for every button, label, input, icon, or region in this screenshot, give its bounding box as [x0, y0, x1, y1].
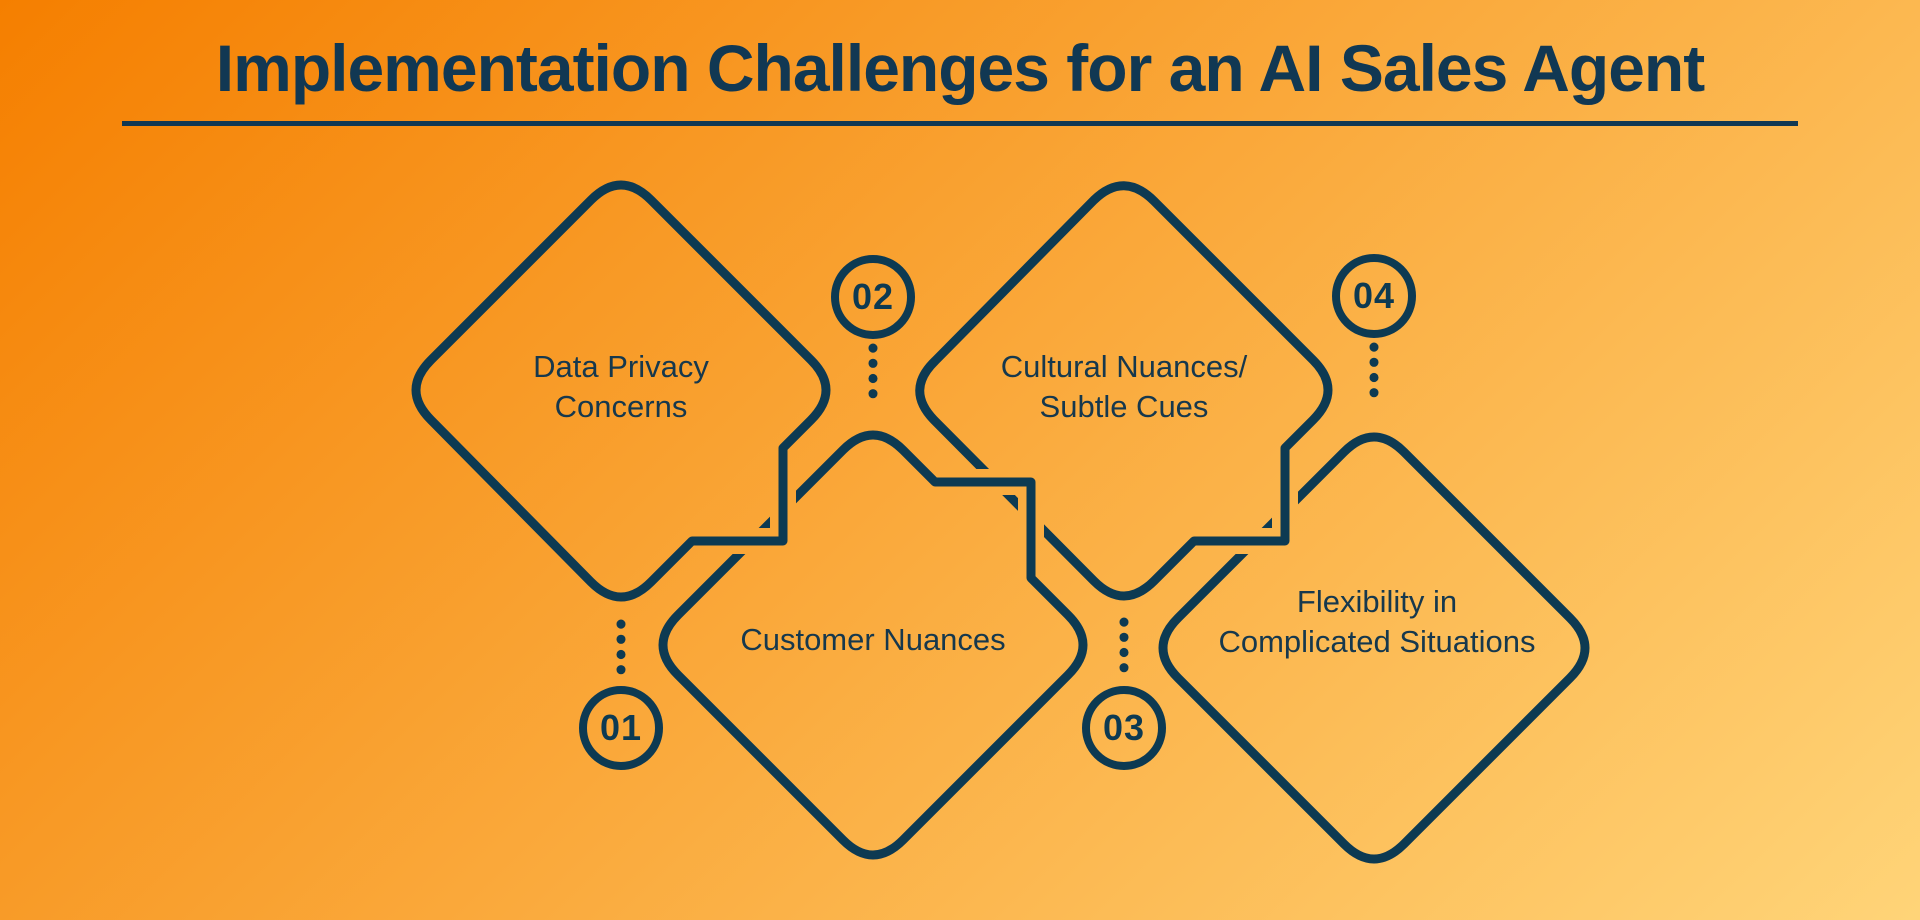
number-circle-4: [1332, 254, 1416, 338]
diamond-label-data-privacy: Data Privacy Concerns: [533, 349, 709, 424]
diamond-1-outline: [411, 180, 831, 602]
diamond-3-outline: [915, 181, 1333, 601]
diamond-2-outline: [658, 430, 1088, 860]
step-number-04: 04: [1352, 275, 1396, 316]
diamond-label-cultural-nuances: Cultural Nuances/ Subtle Cues: [1000, 349, 1248, 424]
step-number-02: 02: [851, 276, 895, 317]
step-number-01: 01: [599, 707, 643, 748]
diamond-label-customer-nuances: Customer Nuances: [740, 622, 1006, 657]
title-underline: [122, 121, 1798, 126]
number-circle-3: [1082, 686, 1166, 770]
number-circle-2: [831, 255, 915, 339]
step-number-03: 03: [1102, 707, 1146, 748]
diamond-label-flexibility: Flexibility in Complicated Situations: [1218, 584, 1536, 659]
diamond-4-outline: [1158, 432, 1590, 864]
page-title: Implementation Challenges for an AI Sale…: [215, 31, 1705, 105]
number-circle-1: [579, 686, 663, 770]
